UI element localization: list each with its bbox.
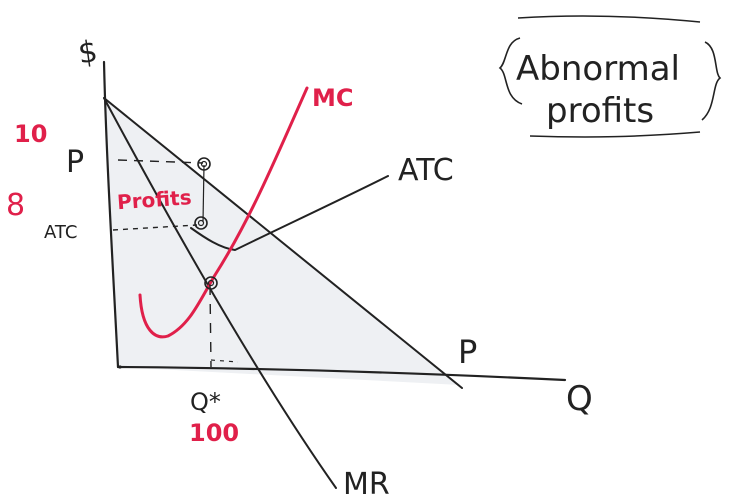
atc-value-label: 8 [6, 188, 25, 223]
abnormal-profits-note: Abnormal profits [498, 15, 722, 138]
price-dashed-line [117, 159, 204, 164]
demand-curve [103, 97, 463, 389]
note-line-2: profits [546, 91, 654, 131]
x-axis [116, 365, 567, 382]
y-axis-label: $ [76, 34, 100, 71]
price-symbol-label: P [66, 145, 84, 180]
profits-label: Profits [116, 185, 192, 214]
mr-curve-label: MR [343, 467, 390, 502]
profit-connector [202, 164, 205, 223]
note-bottom-rule [529, 131, 701, 138]
origin-dot [118, 365, 122, 369]
atc-curve [190, 175, 389, 252]
mc-curve-label: MC [312, 84, 354, 112]
atc-dashed-line [112, 224, 198, 231]
mr-curve [103, 97, 337, 489]
price-value-label: 10 [14, 120, 47, 148]
x-axis-label: Q [566, 379, 593, 419]
quantity-symbol-label: Q* [190, 388, 221, 416]
note-left-brace [498, 37, 523, 105]
quantity-value-label: 100 [189, 419, 239, 447]
atc-symbol-label: ATC [44, 222, 77, 243]
atc-point [194, 216, 208, 230]
atc-curve-label: ATC [398, 153, 454, 188]
mc-mr-intersection-point [204, 276, 218, 290]
note-right-brace [701, 41, 722, 121]
note-line-1: Abnormal [516, 49, 680, 89]
note-top-rule [517, 15, 701, 23]
price-point [197, 157, 211, 171]
y-axis [102, 60, 120, 369]
demand-curve-label: P [458, 333, 477, 371]
quantity-dashed-line [209, 284, 212, 368]
